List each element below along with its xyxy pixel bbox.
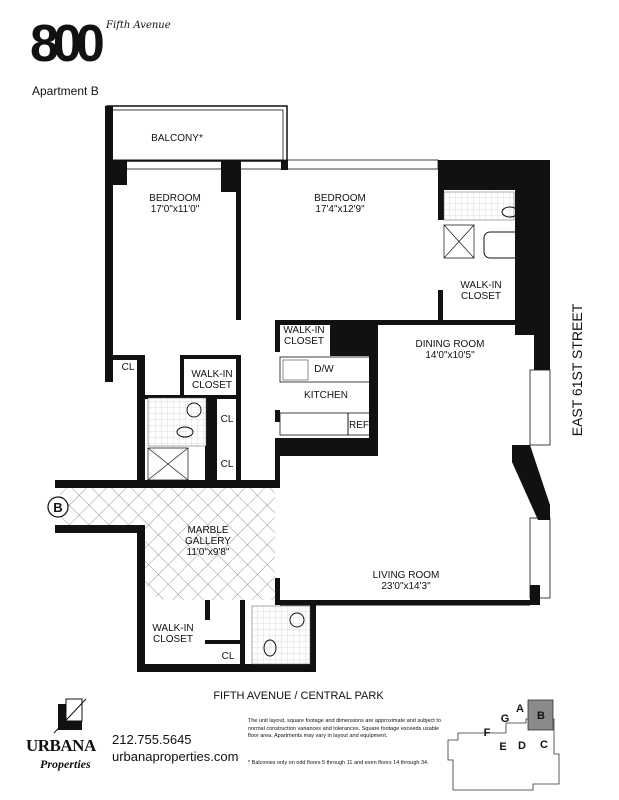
room-label: CLOSET (284, 336, 324, 347)
sink-icon (289, 612, 305, 628)
logo-script: Fifth Avenue (106, 20, 171, 31)
marble-gallery-floor (60, 488, 275, 600)
room-label: LIVING ROOM (373, 570, 440, 581)
room-label: CLOSET (461, 291, 501, 302)
room-label: BALCONY* (151, 133, 203, 144)
toilet-icon (501, 206, 519, 218)
room-label: WALK-IN (460, 280, 501, 291)
appliance-label: D/W (314, 364, 334, 375)
keyplan-label: F (484, 727, 491, 739)
bath-tile (251, 605, 311, 665)
apartment-label: Apartment B (32, 84, 99, 98)
bath-tile (147, 397, 207, 447)
logo-800: 800 (30, 15, 105, 73)
room-label: CLOSET (192, 380, 232, 391)
shower-icon (443, 224, 475, 259)
room-label: CL (222, 651, 235, 662)
room-label: BEDROOM (149, 193, 201, 204)
toilet-icon (176, 426, 194, 438)
room-size: 17'4"x12'9" (315, 204, 365, 215)
room-label: CL (221, 414, 234, 425)
bathtub-icon (483, 231, 539, 259)
brand-name: URBANA (26, 736, 96, 755)
room-size: 23'0"x14'3" (381, 581, 431, 592)
bath-tile (443, 191, 515, 221)
urbana-logo-icon (53, 698, 87, 734)
disclaimer: The unit layout, square footage and dime… (248, 718, 441, 739)
room-label: WALK-IN (191, 369, 232, 380)
room-label: MARBLE (187, 525, 228, 536)
room-label: CL (122, 362, 135, 373)
phone-number[interactable]: 212.755.5645 (112, 732, 192, 747)
street-label-south: FIFTH AVENUE / CENTRAL PARK (213, 690, 384, 702)
room-label: BEDROOM (314, 193, 366, 204)
kitchen-counter (279, 356, 376, 383)
room-label: CL (221, 459, 234, 470)
balcony-note: * Balconies only on odd floors 5 through… (248, 760, 429, 766)
walls (55, 106, 550, 672)
room-label: KITCHEN (304, 390, 348, 401)
keyplan-label: G (501, 713, 510, 725)
keyplan-label: E (499, 741, 506, 753)
key-plan: A B C D E F G (447, 699, 560, 791)
street-label-east: EAST 61ST STREET (569, 303, 585, 436)
website-link[interactable]: urbanaproperties.com (112, 749, 239, 764)
brand-sub: Properties (40, 757, 91, 771)
kitchen-counter (279, 412, 349, 436)
room-label: WALK-IN (152, 623, 193, 634)
room-label: WALK-IN (283, 325, 324, 336)
entry-marker: B (47, 496, 69, 518)
refrigerator (347, 412, 371, 436)
sink-icon (186, 402, 202, 418)
keyplan-label: A (516, 703, 524, 715)
keyplan-label: B (537, 710, 545, 722)
appliance-label: REF (349, 420, 369, 431)
keyplan-unit-highlight (527, 699, 554, 731)
stove-icon (282, 359, 309, 381)
shower-icon (147, 447, 189, 481)
room-size: 14'0"x10'5" (425, 350, 475, 361)
keyplan-label: C (540, 739, 548, 751)
room-size: 17'0"x11'0" (151, 204, 200, 215)
svg-text:B: B (53, 500, 62, 515)
room-label: GALLERY (185, 536, 231, 547)
room-label: DINING ROOM (416, 339, 485, 350)
room-size: 11'0"x9'8" (187, 547, 230, 558)
room-label: CLOSET (153, 634, 193, 645)
keyplan-label: D (518, 740, 526, 752)
sink-icon (484, 174, 500, 190)
toilet-icon (263, 639, 277, 657)
